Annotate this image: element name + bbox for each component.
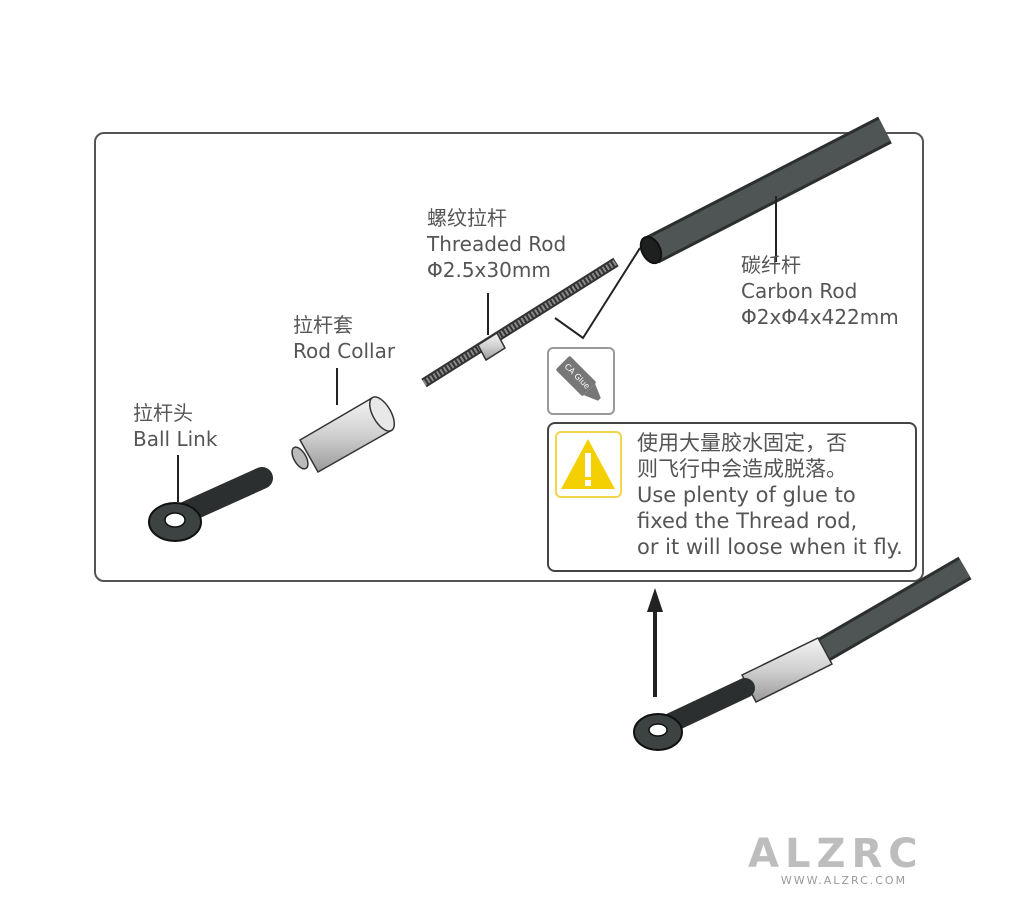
- rod-collar: [291, 396, 396, 474]
- carbon-rod-label: 碳纤杆 Carbon Rod Φ2xΦ4x422mm: [741, 252, 899, 330]
- threaded-rod: [421, 257, 619, 388]
- warning-text: 使用大量胶水固定，否 则飞行中会造成脱落。 Use plenty of glue…: [637, 430, 903, 560]
- warning-triangle-icon: [555, 431, 622, 498]
- warning-en-line1: Use plenty of glue to: [637, 483, 856, 507]
- glue-tube-icon: CA Glue: [547, 347, 615, 415]
- carbon-rod-zh: 碳纤杆: [741, 253, 801, 277]
- rod-collar-label: 拉杆套 Rod Collar: [293, 312, 395, 364]
- warning-box: 使用大量胶水固定，否 则飞行中会造成脱落。 Use plenty of glue…: [547, 422, 917, 572]
- warning-zh-line2: 则飞行中会造成脱落。: [637, 457, 847, 481]
- alzrc-logo: ALZRC WWW.ALZRC.COM: [748, 834, 948, 887]
- rod-collar-en: Rod Collar: [293, 339, 396, 363]
- assembled-linkage: [633, 556, 972, 751]
- carbon-rod-en: Carbon Rod: [741, 279, 858, 303]
- ball-link-zh: 拉杆头: [133, 401, 193, 425]
- carbon-rod: [639, 116, 892, 265]
- warning-zh-line1: 使用大量胶水固定，否: [637, 431, 847, 455]
- warning-en-line2: fixed the Thread rod,: [637, 509, 858, 533]
- threaded-rod-zh: 螺纹拉杆: [427, 206, 507, 230]
- logo-brand: ALZRC: [748, 831, 924, 877]
- ball-link: [148, 467, 273, 542]
- exploded-view-frame: [94, 132, 924, 582]
- ball-link-en: Ball Link: [133, 427, 218, 451]
- assembly-arrow: [647, 588, 663, 697]
- leader-lines: [177, 196, 777, 502]
- threaded-rod-label: 螺纹拉杆 Threaded Rod Φ2.5x30mm: [427, 205, 566, 283]
- threaded-rod-spec: Φ2.5x30mm: [427, 258, 551, 282]
- ball-link-label: 拉杆头 Ball Link: [133, 400, 217, 452]
- rod-collar-zh: 拉杆套: [293, 313, 353, 337]
- threaded-rod-en: Threaded Rod: [427, 232, 567, 256]
- warning-en-line3: or it will loose when it fly.: [637, 535, 903, 559]
- logo-url: WWW.ALZRC.COM: [780, 874, 908, 887]
- carbon-rod-spec: Φ2xΦ4x422mm: [741, 305, 899, 329]
